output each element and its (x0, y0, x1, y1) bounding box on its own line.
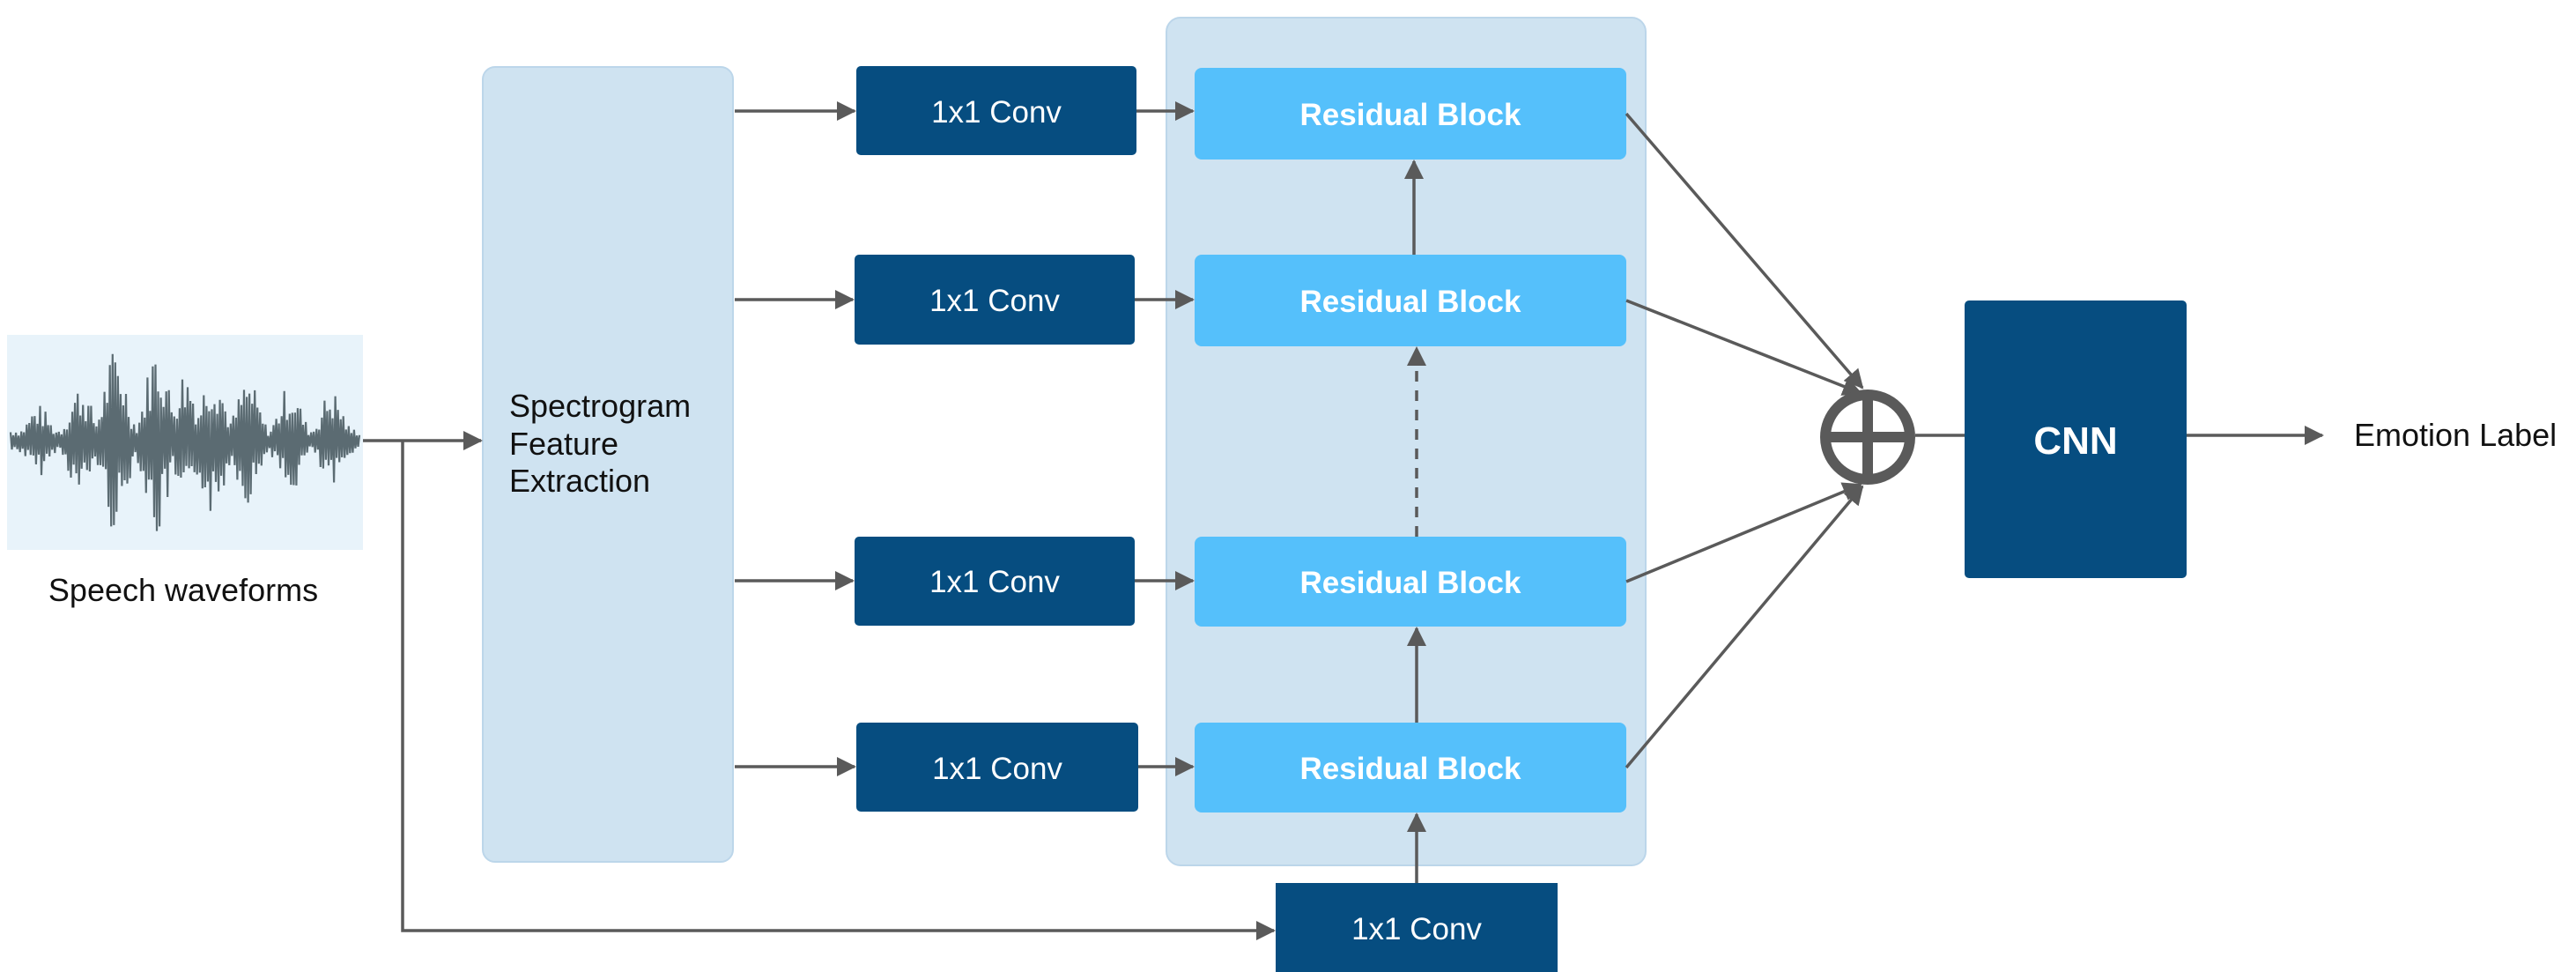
conv-block-label: 1x1 Conv (929, 284, 1060, 318)
residual-4-to-sum-arrow (1625, 485, 1864, 769)
connector-arrows (363, 101, 2324, 940)
residual-block-label: Residual Block (1300, 752, 1521, 786)
cnn-block: CNN (1965, 301, 2187, 578)
residual-block-4: Residual Block (1195, 723, 1626, 812)
sum-node-icon (1820, 390, 1915, 485)
input-label: Speech waveforms (48, 572, 318, 608)
residual-block-3: Residual Block (1195, 537, 1626, 627)
residual-block-label: Residual Block (1300, 98, 1521, 132)
speech-waveform-image (7, 335, 363, 550)
feature-extraction-line-3: Extraction (509, 463, 650, 499)
residual-stack-panel (1166, 17, 1647, 866)
conv-block-label: 1x1 Conv (929, 565, 1060, 599)
residual-block-2: Residual Block (1195, 255, 1626, 346)
feature-extraction-line-1: Spectrogram (509, 388, 691, 424)
residual-block-1: Residual Block (1195, 68, 1626, 160)
feature-extraction-line-2: Feature (509, 426, 618, 462)
cnn-label: CNN (2033, 419, 2117, 463)
feature-extraction-panel (482, 66, 734, 863)
residual-block-label: Residual Block (1300, 566, 1521, 600)
residual-3-to-sum-arrow (1625, 482, 1862, 583)
output-label: Emotion Label (2354, 417, 2557, 453)
residual-2-to-sum-arrow (1625, 299, 1862, 396)
conv-block-4: 1x1 Conv (856, 723, 1138, 812)
residual-1-to-sum-arrow (1625, 112, 1864, 390)
conv-block-label: 1x1 Conv (931, 95, 1062, 130)
skip-connection-arrow (401, 441, 1276, 940)
conv-block-3: 1x1 Conv (855, 537, 1135, 626)
feature-extraction-label: Spectrogram Feature Extraction (509, 388, 700, 499)
conv-block-label: 1x1 Conv (1351, 912, 1482, 946)
residual-block-label: Residual Block (1300, 285, 1521, 319)
conv-block-label: 1x1 Conv (932, 752, 1062, 786)
conv-block-5: 1x1 Conv (1276, 883, 1558, 972)
conv-block-2: 1x1 Conv (855, 255, 1135, 345)
conv-block-1: 1x1 Conv (856, 66, 1136, 155)
